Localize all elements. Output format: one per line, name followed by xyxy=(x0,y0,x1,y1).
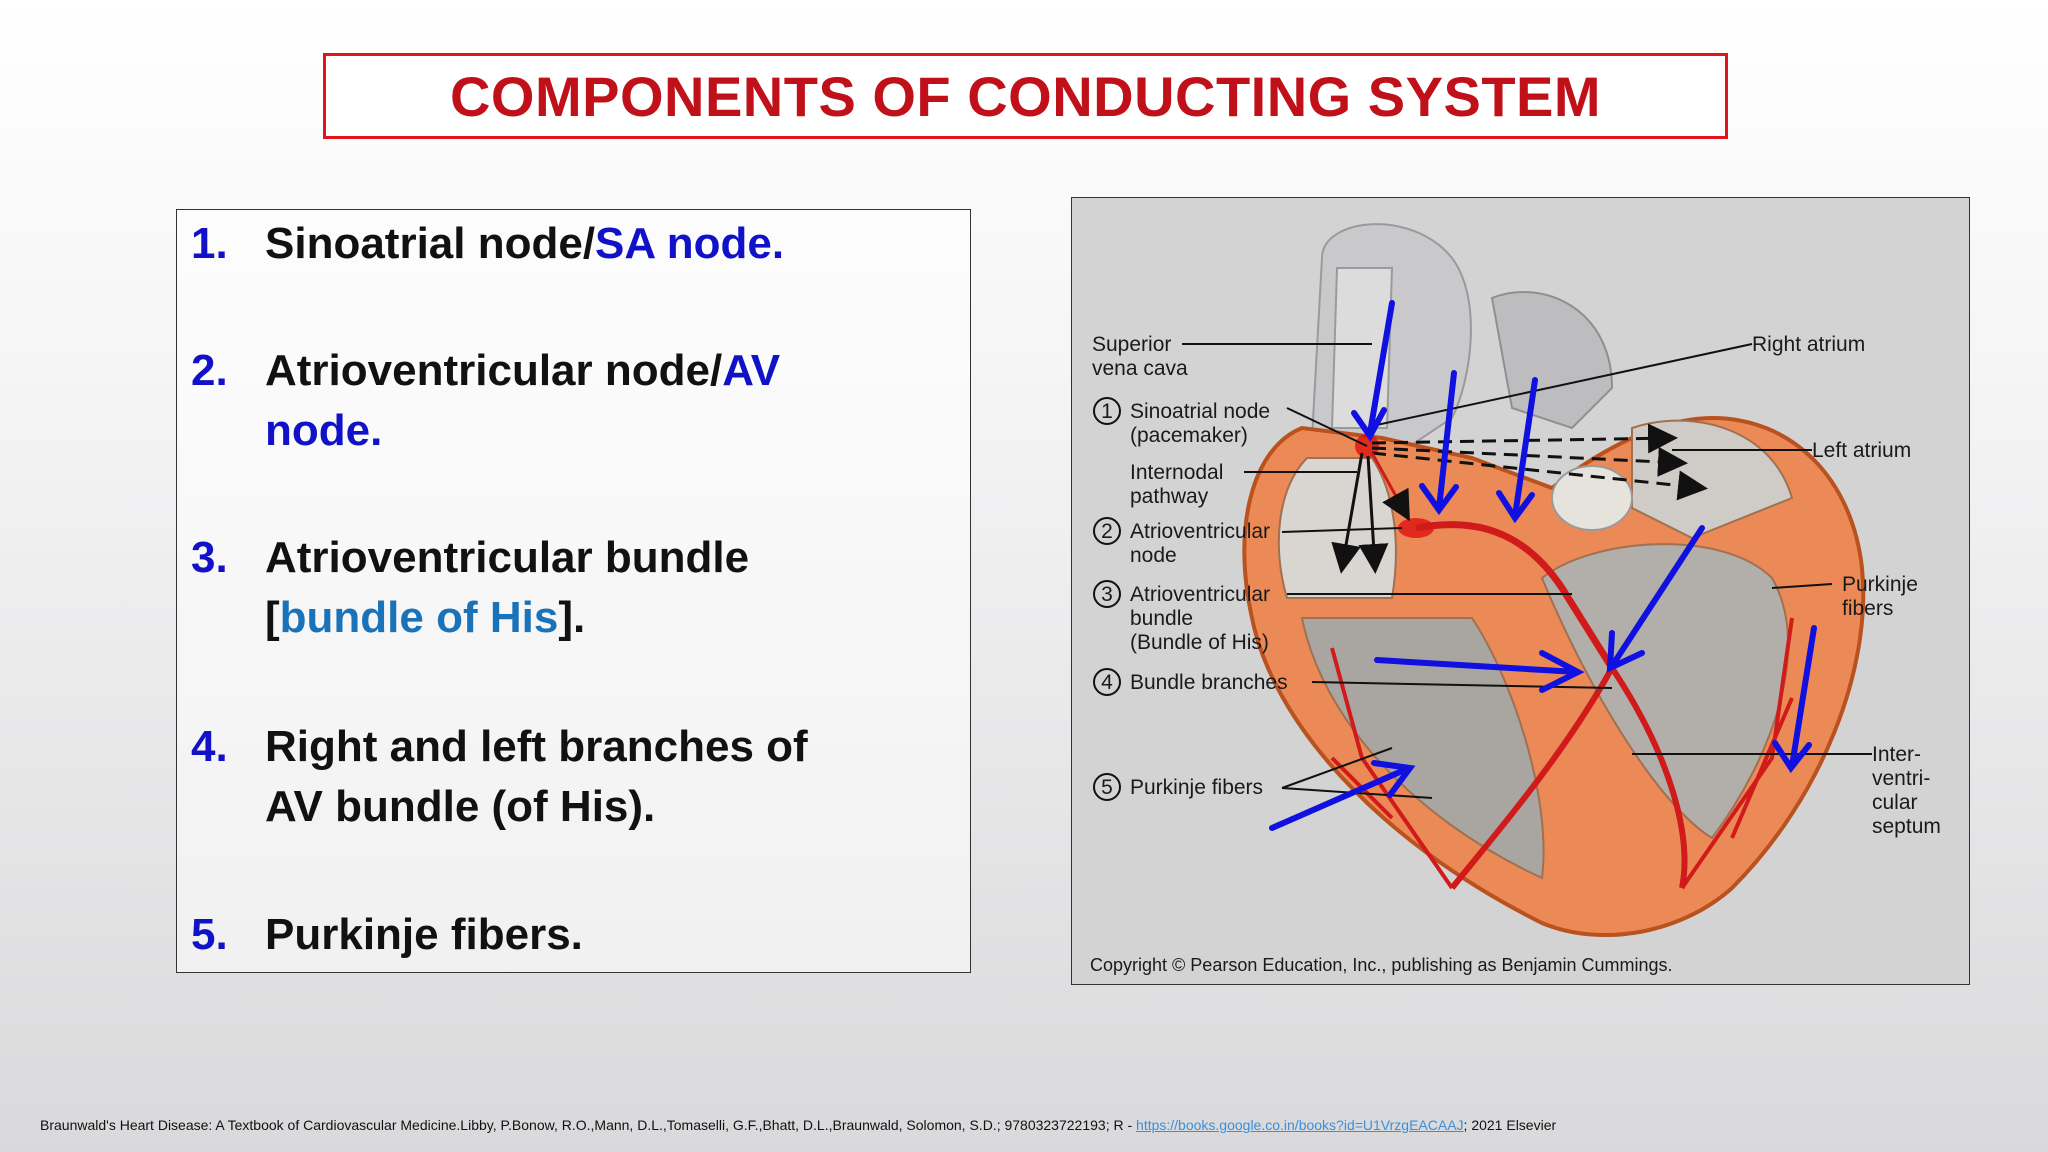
list-text: Purkinje fibers. xyxy=(265,910,583,959)
list-highlight: AV xyxy=(722,346,781,395)
valve xyxy=(1551,465,1633,531)
label-sa-1: Sinoatrial node xyxy=(1130,400,1270,423)
label-left-atrium: Left atrium xyxy=(1812,439,1911,462)
left-bundle-branch xyxy=(1609,666,1688,889)
label-sa-2: (pacemaker) xyxy=(1130,424,1248,447)
copyright: Copyright © Pearson Education, Inc., pub… xyxy=(1090,955,1673,975)
label-bundle-1: Atrioventricular xyxy=(1130,583,1270,606)
label-internodal-2: pathway xyxy=(1130,485,1209,508)
leader-lines xyxy=(1182,343,1872,799)
label-right-atrium: Right atrium xyxy=(1752,333,1865,356)
list-number: 4. xyxy=(191,722,228,771)
list-highlight: SA node. xyxy=(595,219,785,268)
number-circles xyxy=(1093,397,1121,801)
label-bundle-3: (Bundle of His) xyxy=(1130,631,1269,654)
citation-text: Braunwald's Heart Disease: A Textbook of… xyxy=(40,1117,1137,1133)
list-text: Atrioventricular node/ xyxy=(265,346,723,395)
label-svc-2: vena cava xyxy=(1092,357,1188,380)
label-septum-2: ventri- xyxy=(1872,767,1930,790)
label-av-1: Atrioventricular xyxy=(1130,520,1270,543)
number-5: 5 xyxy=(1101,776,1113,799)
label-purkinje-right-1: Purkinje xyxy=(1842,573,1918,596)
label-septum-3: cular xyxy=(1872,791,1918,814)
list-text: Right and left branches of xyxy=(265,722,808,771)
label-internodal-1: Internodal xyxy=(1130,461,1223,484)
label-purkinje-right-2: fibers xyxy=(1842,597,1893,620)
number-4: 4 xyxy=(1101,671,1113,694)
list-number: 1. xyxy=(191,219,228,268)
list-item-5: 5. Purkinje fibers. xyxy=(191,905,915,965)
list-item-1: 1. Sinoatrial node/SA node. xyxy=(191,214,915,274)
list-bracket: [ xyxy=(265,593,280,642)
blue-arrows xyxy=(1269,300,1817,831)
number-2: 2 xyxy=(1101,520,1113,543)
bundle-of-his xyxy=(1415,521,1615,670)
pulmonary-trunk xyxy=(1490,291,1614,430)
list-highlight: node. xyxy=(265,406,383,455)
list-text-line2: AV bundle (of His). xyxy=(265,782,656,831)
label-branches: Bundle branches xyxy=(1130,671,1288,694)
list-highlight: bundle of His xyxy=(279,593,559,642)
list-text: Sinoatrial node/ xyxy=(265,219,596,268)
label-septum-1: Inter- xyxy=(1872,743,1921,766)
internodal-arrows xyxy=(1331,423,1708,574)
list-item-3: 3. Atrioventricular bundle [bundle of His… xyxy=(191,528,915,648)
list-item-2: 2. Atrioventricular node/AV node. xyxy=(191,341,915,461)
list-bracket: ]. xyxy=(558,593,586,642)
slide-title: COMPONENTS OF CONDUCTING SYSTEM xyxy=(449,64,1602,128)
list-item-4: 4. Right and left branches of AV bundle (… xyxy=(191,717,915,837)
list-number: 2. xyxy=(191,346,228,395)
title-box: COMPONENTS OF CONDUCTING SYSTEM xyxy=(323,53,1728,139)
components-list: 1. Sinoatrial node/SA node. 2. Atriovent… xyxy=(176,209,971,973)
citation-link[interactable]: https://books.google.co.in/books?id=U1Vr… xyxy=(1136,1117,1464,1133)
label-svc-1: Superior xyxy=(1092,333,1171,356)
list-number: 5. xyxy=(191,910,228,959)
label-purkinje: Purkinje fibers xyxy=(1130,776,1263,799)
list-number: 3. xyxy=(191,533,228,582)
heart-diagram: 1 2 3 4 5 Superior vena cava Sinoatrial … xyxy=(1071,197,1970,985)
list-text: Atrioventricular bundle xyxy=(265,533,750,582)
number-1: 1 xyxy=(1101,400,1113,423)
heart-illustration: 1 2 3 4 5 Superior vena cava Sinoatrial … xyxy=(1090,223,1941,975)
citation-tail: ; 2021 Elsevier xyxy=(1463,1117,1557,1133)
label-av-2: node xyxy=(1130,544,1177,567)
citation: Braunwald's Heart Disease: A Textbook of… xyxy=(40,1117,1556,1133)
label-septum-4: septum xyxy=(1872,815,1941,838)
number-3: 3 xyxy=(1101,583,1113,606)
label-bundle-2: bundle xyxy=(1130,607,1193,630)
right-bundle-branch xyxy=(1449,666,1615,890)
